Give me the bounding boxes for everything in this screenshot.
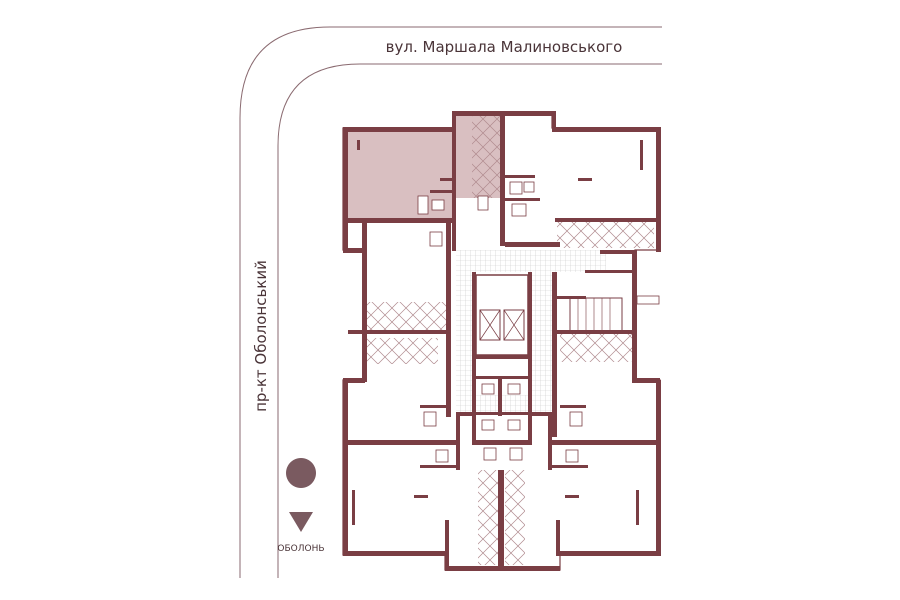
metro-letter: М	[294, 497, 308, 513]
metro-station-label: ОБОЛОНЬ	[277, 544, 324, 554]
apartment-top-left[interactable]	[348, 116, 502, 222]
street-line	[239, 26, 662, 578]
metro-pin-icon	[286, 458, 317, 488]
balconies	[366, 116, 654, 565]
fixtures	[417, 181, 660, 463]
walls	[343, 111, 661, 571]
street-label-top: вул. Маршала Малиновського	[386, 38, 623, 56]
street-line-inner	[277, 63, 662, 578]
metro-marker: М ОБОЛОНЬ	[277, 458, 325, 554]
street-label-left: пр-кт Оболонський	[252, 260, 270, 412]
stairs	[569, 297, 623, 333]
corridor	[456, 250, 606, 412]
elevator-core	[475, 274, 529, 356]
metro-pin-tip	[289, 512, 313, 532]
